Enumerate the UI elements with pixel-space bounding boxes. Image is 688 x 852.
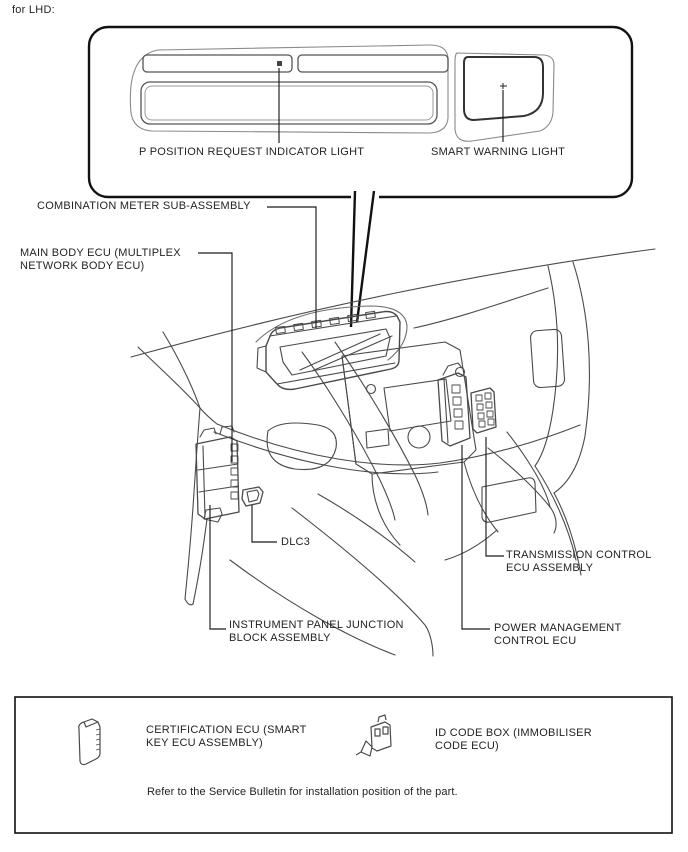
- combination-meter-drawing: [256, 310, 401, 391]
- id-code-box-icon: [355, 714, 392, 757]
- leader-transmission-ecu: [485, 437, 504, 557]
- dlc3-label: DLC3: [281, 536, 311, 548]
- variant-label: for LHD:: [12, 4, 55, 16]
- junction-block-label: INSTRUMENT PANEL JUNCTION BLOCK ASSEMBLY: [229, 619, 404, 644]
- certification-ecu-label: CERTIFICATION ECU (SMART KEY ECU ASSEMBL…: [146, 724, 307, 749]
- p-position-indicator-label: P POSITION REQUEST INDICATOR LIGHT: [139, 146, 365, 158]
- leader-dlc3: [251, 505, 277, 543]
- border-gap: [351, 190, 379, 200]
- reference-box-illustration: [14, 696, 673, 834]
- smart-warning-panel: [463, 56, 544, 122]
- p-position-indicator-icon: [277, 61, 282, 66]
- leader-junction-block: [209, 505, 226, 630]
- center-stack-drawing: [341, 341, 499, 546]
- indicator-strips: [142, 54, 449, 73]
- junction-block-drawing: [195, 425, 240, 523]
- id-code-box-label: ID CODE BOX (IMMOBILISER CODE ECU): [435, 727, 592, 752]
- transmission-ecu-drawing: [470, 387, 497, 434]
- dlc3-connector-drawing: [241, 486, 264, 507]
- service-bulletin-note: Refer to the Service Bulletin for instal…: [147, 786, 458, 798]
- power-management-ecu-label: POWER MANAGEMENT CONTROL ECU: [494, 622, 622, 647]
- main-body-ecu-label: MAIN BODY ECU (MULTIPLEX NETWORK BODY EC…: [20, 247, 181, 272]
- smart-warning-light-label: SMART WARNING LIGHT: [431, 146, 566, 158]
- leader-combination-meter: [267, 206, 317, 328]
- certification-ecu-icon: [78, 718, 101, 766]
- leader-power-management-ecu: [461, 445, 490, 630]
- leader-main-body-ecu: [198, 252, 233, 462]
- smart-warning-indicator-icon: [500, 83, 507, 89]
- combination-meter-label: COMBINATION METER SUB-ASSEMBLY: [37, 200, 251, 212]
- dashboard-illustration: [130, 248, 656, 657]
- transmission-ecu-label: TRANSMISSION CONTROL ECU ASSEMBLY: [506, 549, 652, 574]
- cluster-inset-illustration: [87, 25, 634, 328]
- display-strip: [140, 81, 438, 125]
- power-management-ecu-drawing: [437, 362, 471, 447]
